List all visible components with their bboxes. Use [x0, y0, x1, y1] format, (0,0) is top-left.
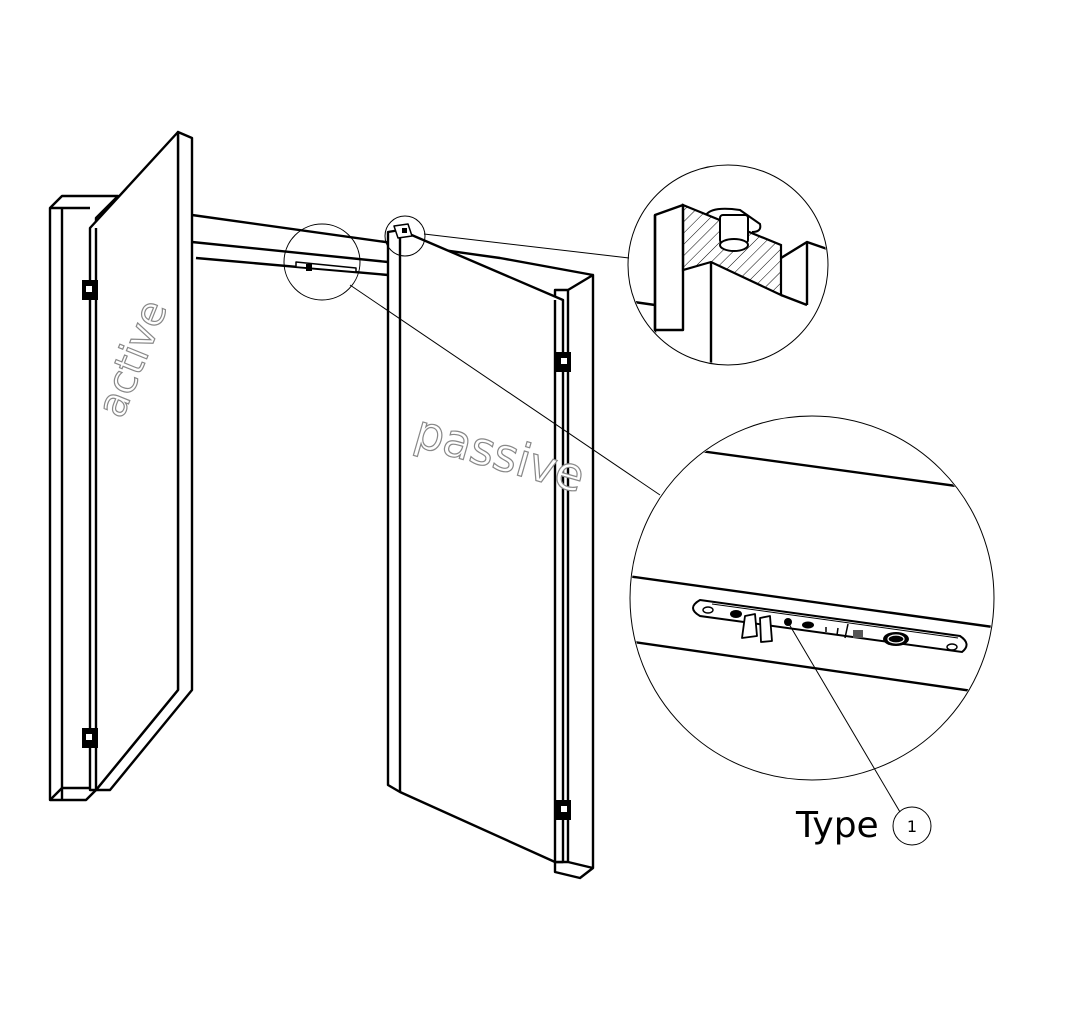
callout-number: 1	[907, 817, 917, 836]
passive-door-leaf: passive	[386, 228, 591, 864]
magnifier-ring-header	[283, 223, 361, 301]
hinges	[82, 280, 571, 820]
type-callout: 1 Type	[788, 623, 932, 846]
top-bolt	[393, 223, 413, 239]
header-lock-plate	[295, 261, 357, 273]
callout-number-circle	[892, 806, 932, 846]
active-door-leaf: active	[88, 130, 194, 792]
callout-type-label: Type	[795, 805, 879, 846]
detail-lock-plate	[629, 415, 995, 781]
magnifier-ring-top-bolt	[384, 215, 426, 257]
detail-top-bolt	[627, 164, 829, 366]
right-frame-post	[553, 273, 595, 880]
